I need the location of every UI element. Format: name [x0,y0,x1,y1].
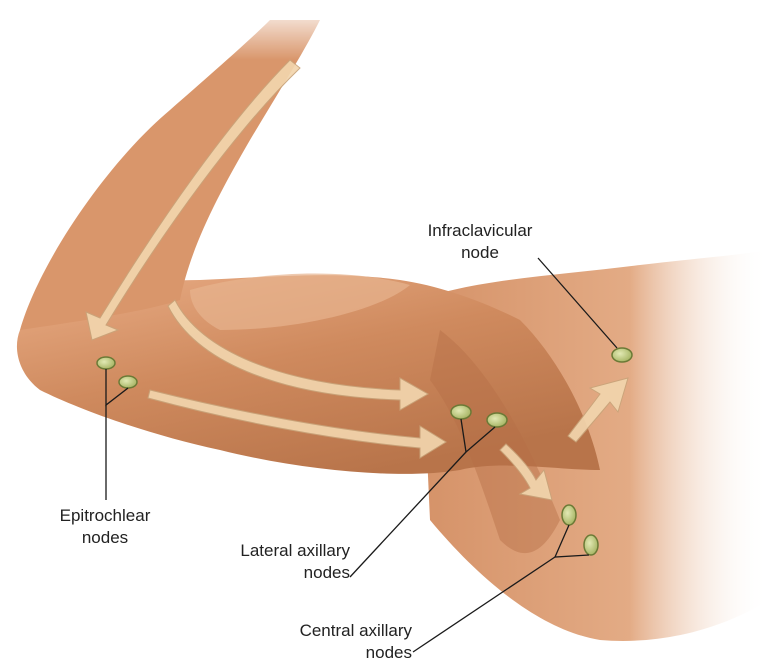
lateral-axillary-node-2 [487,413,507,427]
infraclavicular-node [612,348,632,362]
epitrochlear-label: Epitrochlear nodes [40,505,170,549]
central-axillary-node-2 [584,535,598,555]
central-axillary-label-line2: nodes [250,642,412,664]
epitrochlear-label-line1: Epitrochlear [40,505,170,527]
infraclavicular-label-line2: node [405,242,555,264]
epitrochlear-label-line2: nodes [40,527,170,549]
epitrochlear-node-1 [97,357,115,369]
infraclavicular-label-line1: Infraclavicular [405,220,555,242]
lateral-axillary-node-1 [451,405,471,419]
epitrochlear-node-2 [119,376,137,388]
lateral-axillary-label: Lateral axillary nodes [190,540,350,584]
central-axillary-node-1 [562,505,576,525]
central-axillary-label-line1: Central axillary [250,620,412,642]
infraclavicular-label: Infraclavicular node [405,220,555,264]
lateral-axillary-label-line1: Lateral axillary [190,540,350,562]
central-axillary-label: Central axillary nodes [250,620,412,664]
lateral-axillary-label-line2: nodes [190,562,350,584]
